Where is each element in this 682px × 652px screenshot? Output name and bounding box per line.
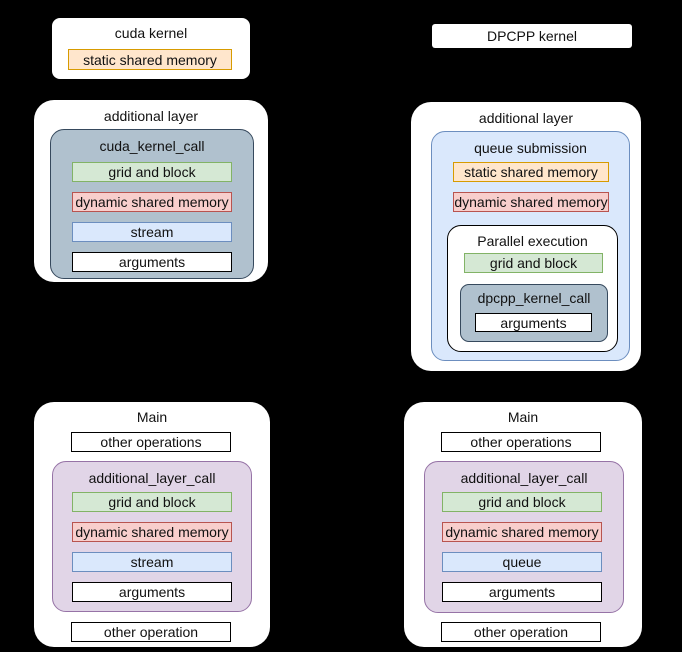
row-arguments: arguments bbox=[475, 313, 592, 332]
additional-layer-title-left: additional layer bbox=[103, 108, 199, 124]
row-static-shared-memory: static shared memory bbox=[453, 162, 609, 182]
parallel-execution-title: Parallel execution bbox=[477, 233, 588, 249]
main-title-right: Main bbox=[507, 409, 539, 425]
cuda-kernel-call-title: cuda_kernel_call bbox=[99, 138, 205, 154]
other-operation-item-left: other operation bbox=[71, 622, 231, 642]
main-title-left: Main bbox=[136, 409, 168, 425]
additional-layer-call-container-right: additional_layer_call grid and block dyn… bbox=[424, 461, 624, 613]
row-arguments: arguments bbox=[72, 582, 232, 602]
row-arguments: arguments bbox=[72, 252, 232, 272]
other-operations-item-right: other operations bbox=[441, 432, 601, 452]
row-arguments: arguments bbox=[442, 582, 602, 602]
additional-layer-title-right: additional layer bbox=[478, 110, 574, 126]
other-operation-item-right: other operation bbox=[441, 622, 601, 642]
dpcpp-kernel-panel: DPCPP kernel bbox=[432, 24, 632, 48]
main-panel-left: Main other operations additional_layer_c… bbox=[34, 402, 270, 647]
queue-submission-container: queue submission static shared memory dy… bbox=[431, 131, 630, 361]
row-dynamic-shared-memory: dynamic shared memory bbox=[453, 192, 609, 212]
additional-layer-panel-right: additional layer queue submission static… bbox=[411, 102, 641, 371]
additional-layer-call-container-left: additional_layer_call grid and block dyn… bbox=[52, 461, 252, 612]
additional-layer-call-title-left: additional_layer_call bbox=[88, 470, 216, 486]
additional-layer-panel-left: additional layer cuda_kernel_call grid a… bbox=[34, 100, 268, 282]
main-panel-right: Main other operations additional_layer_c… bbox=[404, 402, 642, 647]
cuda-kernel-panel: cuda kernel static shared memory bbox=[52, 18, 250, 79]
dpcpp-kernel-title: DPCPP kernel bbox=[486, 28, 577, 44]
dpcpp-kernel-call-title: dpcpp_kernel_call bbox=[477, 290, 591, 306]
row-grid-and-block: grid and block bbox=[464, 253, 603, 273]
queue-submission-title: queue submission bbox=[474, 140, 587, 156]
parallel-execution-container: Parallel execution grid and block dpcpp_… bbox=[447, 225, 618, 352]
other-operations-item-left: other operations bbox=[71, 432, 231, 452]
additional-layer-call-title-right: additional_layer_call bbox=[460, 470, 588, 486]
cuda-kernel-call-container: cuda_kernel_call grid and block dynamic … bbox=[50, 129, 254, 279]
static-shared-memory-item: static shared memory bbox=[68, 49, 232, 70]
row-grid-and-block: grid and block bbox=[442, 492, 602, 512]
row-grid-and-block: grid and block bbox=[72, 492, 232, 512]
row-stream: stream bbox=[72, 552, 232, 572]
row-dynamic-shared-memory: dynamic shared memory bbox=[72, 192, 232, 212]
cuda-kernel-title: cuda kernel bbox=[114, 25, 188, 41]
row-dynamic-shared-memory: dynamic shared memory bbox=[442, 522, 602, 542]
row-grid-and-block: grid and block bbox=[72, 162, 232, 182]
row-queue: queue bbox=[442, 552, 602, 572]
dpcpp-kernel-call-container: dpcpp_kernel_call arguments bbox=[460, 284, 608, 342]
row-dynamic-shared-memory: dynamic shared memory bbox=[72, 522, 232, 542]
row-stream: stream bbox=[72, 222, 232, 242]
